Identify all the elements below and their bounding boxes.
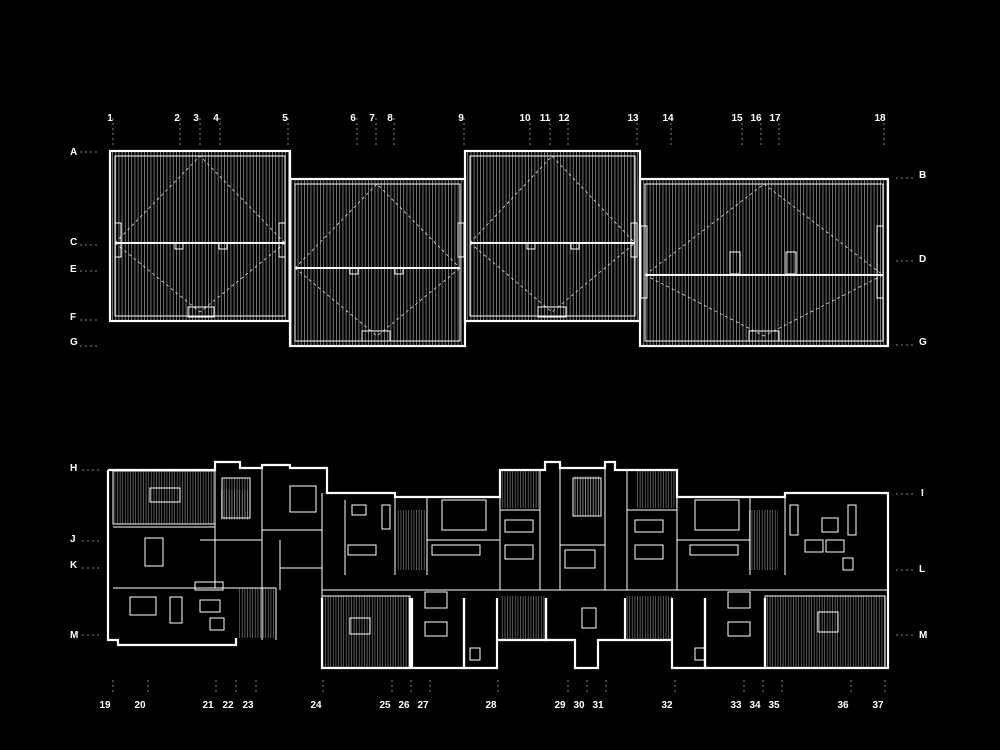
roof-col-label: 6 [350,113,356,124]
roof-col-label: 13 [627,113,639,124]
roof-col-label: 11 [540,113,551,124]
floor-col-label: 37 [872,700,884,711]
roof-col-label: 3 [193,113,199,124]
roof-col-label: 2 [174,113,180,124]
floor-column-labels: 19 20 21 22 23 24 25 26 27 28 29 30 31 3… [99,700,884,711]
floor-plan: 19 20 21 22 23 24 25 26 27 28 29 30 31 3… [70,460,927,711]
floor-col-label: 29 [554,700,566,711]
floor-col-label: 26 [398,700,410,711]
floor-row-label: M [919,630,927,641]
roof-row-label: F [70,312,76,323]
roof-column-gridlines [112,118,885,146]
roof-col-label: 18 [874,113,886,124]
floor-col-label: 23 [242,700,254,711]
roof-col-label: 8 [387,113,393,124]
roof-col-label: 14 [662,113,674,124]
floor-col-label: 19 [99,700,111,711]
floor-row-label: K [70,560,78,571]
floor-row-label: I [921,488,924,499]
floor-col-label: 31 [592,700,604,711]
floor-outer-walls [106,460,890,670]
floor-col-label: 25 [379,700,391,711]
roof-row-label: D [919,254,926,265]
floor-col-label: 27 [417,700,429,711]
roof-row-label: B [919,170,926,181]
roof-col-label: 12 [558,113,570,124]
roof-block-4 [638,177,890,348]
roof-row-label: C [70,237,77,248]
roof-col-label: 4 [213,113,219,124]
roof-column-labels: 1 2 3 4 5 6 7 8 9 10 11 12 13 14 15 16 1… [107,113,886,124]
roof-col-label: 1 [107,113,113,124]
floor-furniture [129,485,857,661]
floor-row-gridlines [82,469,914,636]
roof-col-label: 10 [519,113,531,124]
roof-col-label: 5 [282,113,288,124]
roof-row-label: A [70,147,77,158]
roof-row-label: G [70,337,78,348]
floor-col-label: 32 [661,700,673,711]
floor-col-label: 34 [749,700,761,711]
floor-row-labels: H J K M I L M [70,463,927,641]
roof-block-2 [288,177,467,348]
floor-col-label: 20 [134,700,146,711]
floor-col-label: 24 [310,700,322,711]
floor-row-label: M [70,630,78,641]
roof-row-gridlines [80,151,914,347]
floor-interior-walls [113,468,888,640]
roof-col-label: 7 [369,113,375,124]
roof-row-labels: A C E F G B D G [70,147,927,348]
roof-col-label: 17 [769,113,781,124]
floor-row-label: J [70,534,76,545]
floor-col-label: 28 [485,700,497,711]
floor-col-label: 22 [222,700,234,711]
roof-row-label: E [70,264,77,275]
roof-plan: 1 2 3 4 5 6 7 8 9 10 11 12 13 14 15 16 1… [70,113,927,348]
roof-block-1 [108,149,292,323]
floor-stairs [221,477,602,519]
floor-col-label: 36 [837,700,849,711]
roof-row-label: G [919,337,927,348]
roof-block-3 [457,149,642,323]
roof-col-label: 16 [750,113,762,124]
floor-row-label: L [919,564,925,575]
floor-col-label: 33 [730,700,742,711]
roof-col-label: 9 [458,113,464,124]
roof-col-label: 15 [731,113,743,124]
floor-col-label: 30 [573,700,585,711]
floor-col-label: 35 [768,700,780,711]
floor-column-gridlines [112,680,886,695]
floor-col-label: 21 [202,700,214,711]
floor-row-label: H [70,463,77,474]
